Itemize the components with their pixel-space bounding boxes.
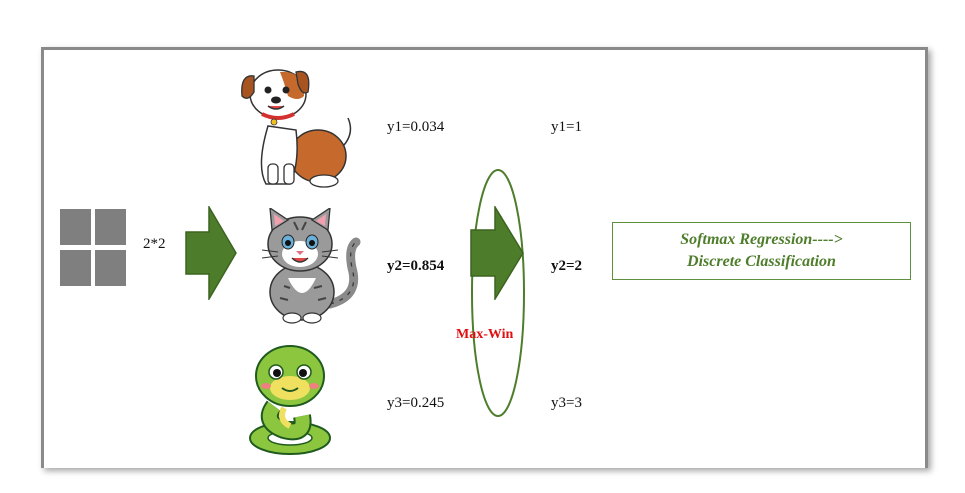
cat-image — [261, 208, 361, 324]
class-label-y2: y2=2 — [551, 258, 583, 274]
grid-cell — [60, 209, 91, 245]
prob-label-y1: y1=0.034 — [387, 119, 445, 135]
softmax-result-box: Softmax Regression----> Discrete Classif… — [612, 222, 911, 280]
snake-image — [249, 345, 331, 455]
class-label-y3: y3=3 — [551, 395, 582, 411]
input-size-label: 2*2 — [143, 236, 166, 252]
grid-cell — [95, 250, 126, 286]
prob-label-y2: y2=0.854 — [387, 258, 445, 274]
grid-cell — [95, 209, 126, 245]
input-grid-icon — [60, 209, 126, 286]
grid-cell — [60, 250, 91, 286]
prob-label-y3: y3=0.245 — [387, 395, 445, 411]
max-win-ellipse — [471, 169, 525, 417]
result-line-1: Softmax Regression----> — [680, 231, 843, 248]
result-line-2: Discrete Classification — [687, 253, 836, 270]
dog-image — [241, 69, 354, 188]
max-win-label: Max-Win — [456, 327, 514, 342]
class-label-y1: y1=1 — [551, 119, 582, 135]
input-arrow-icon — [185, 206, 237, 300]
max-win-arrow-icon — [470, 206, 524, 300]
